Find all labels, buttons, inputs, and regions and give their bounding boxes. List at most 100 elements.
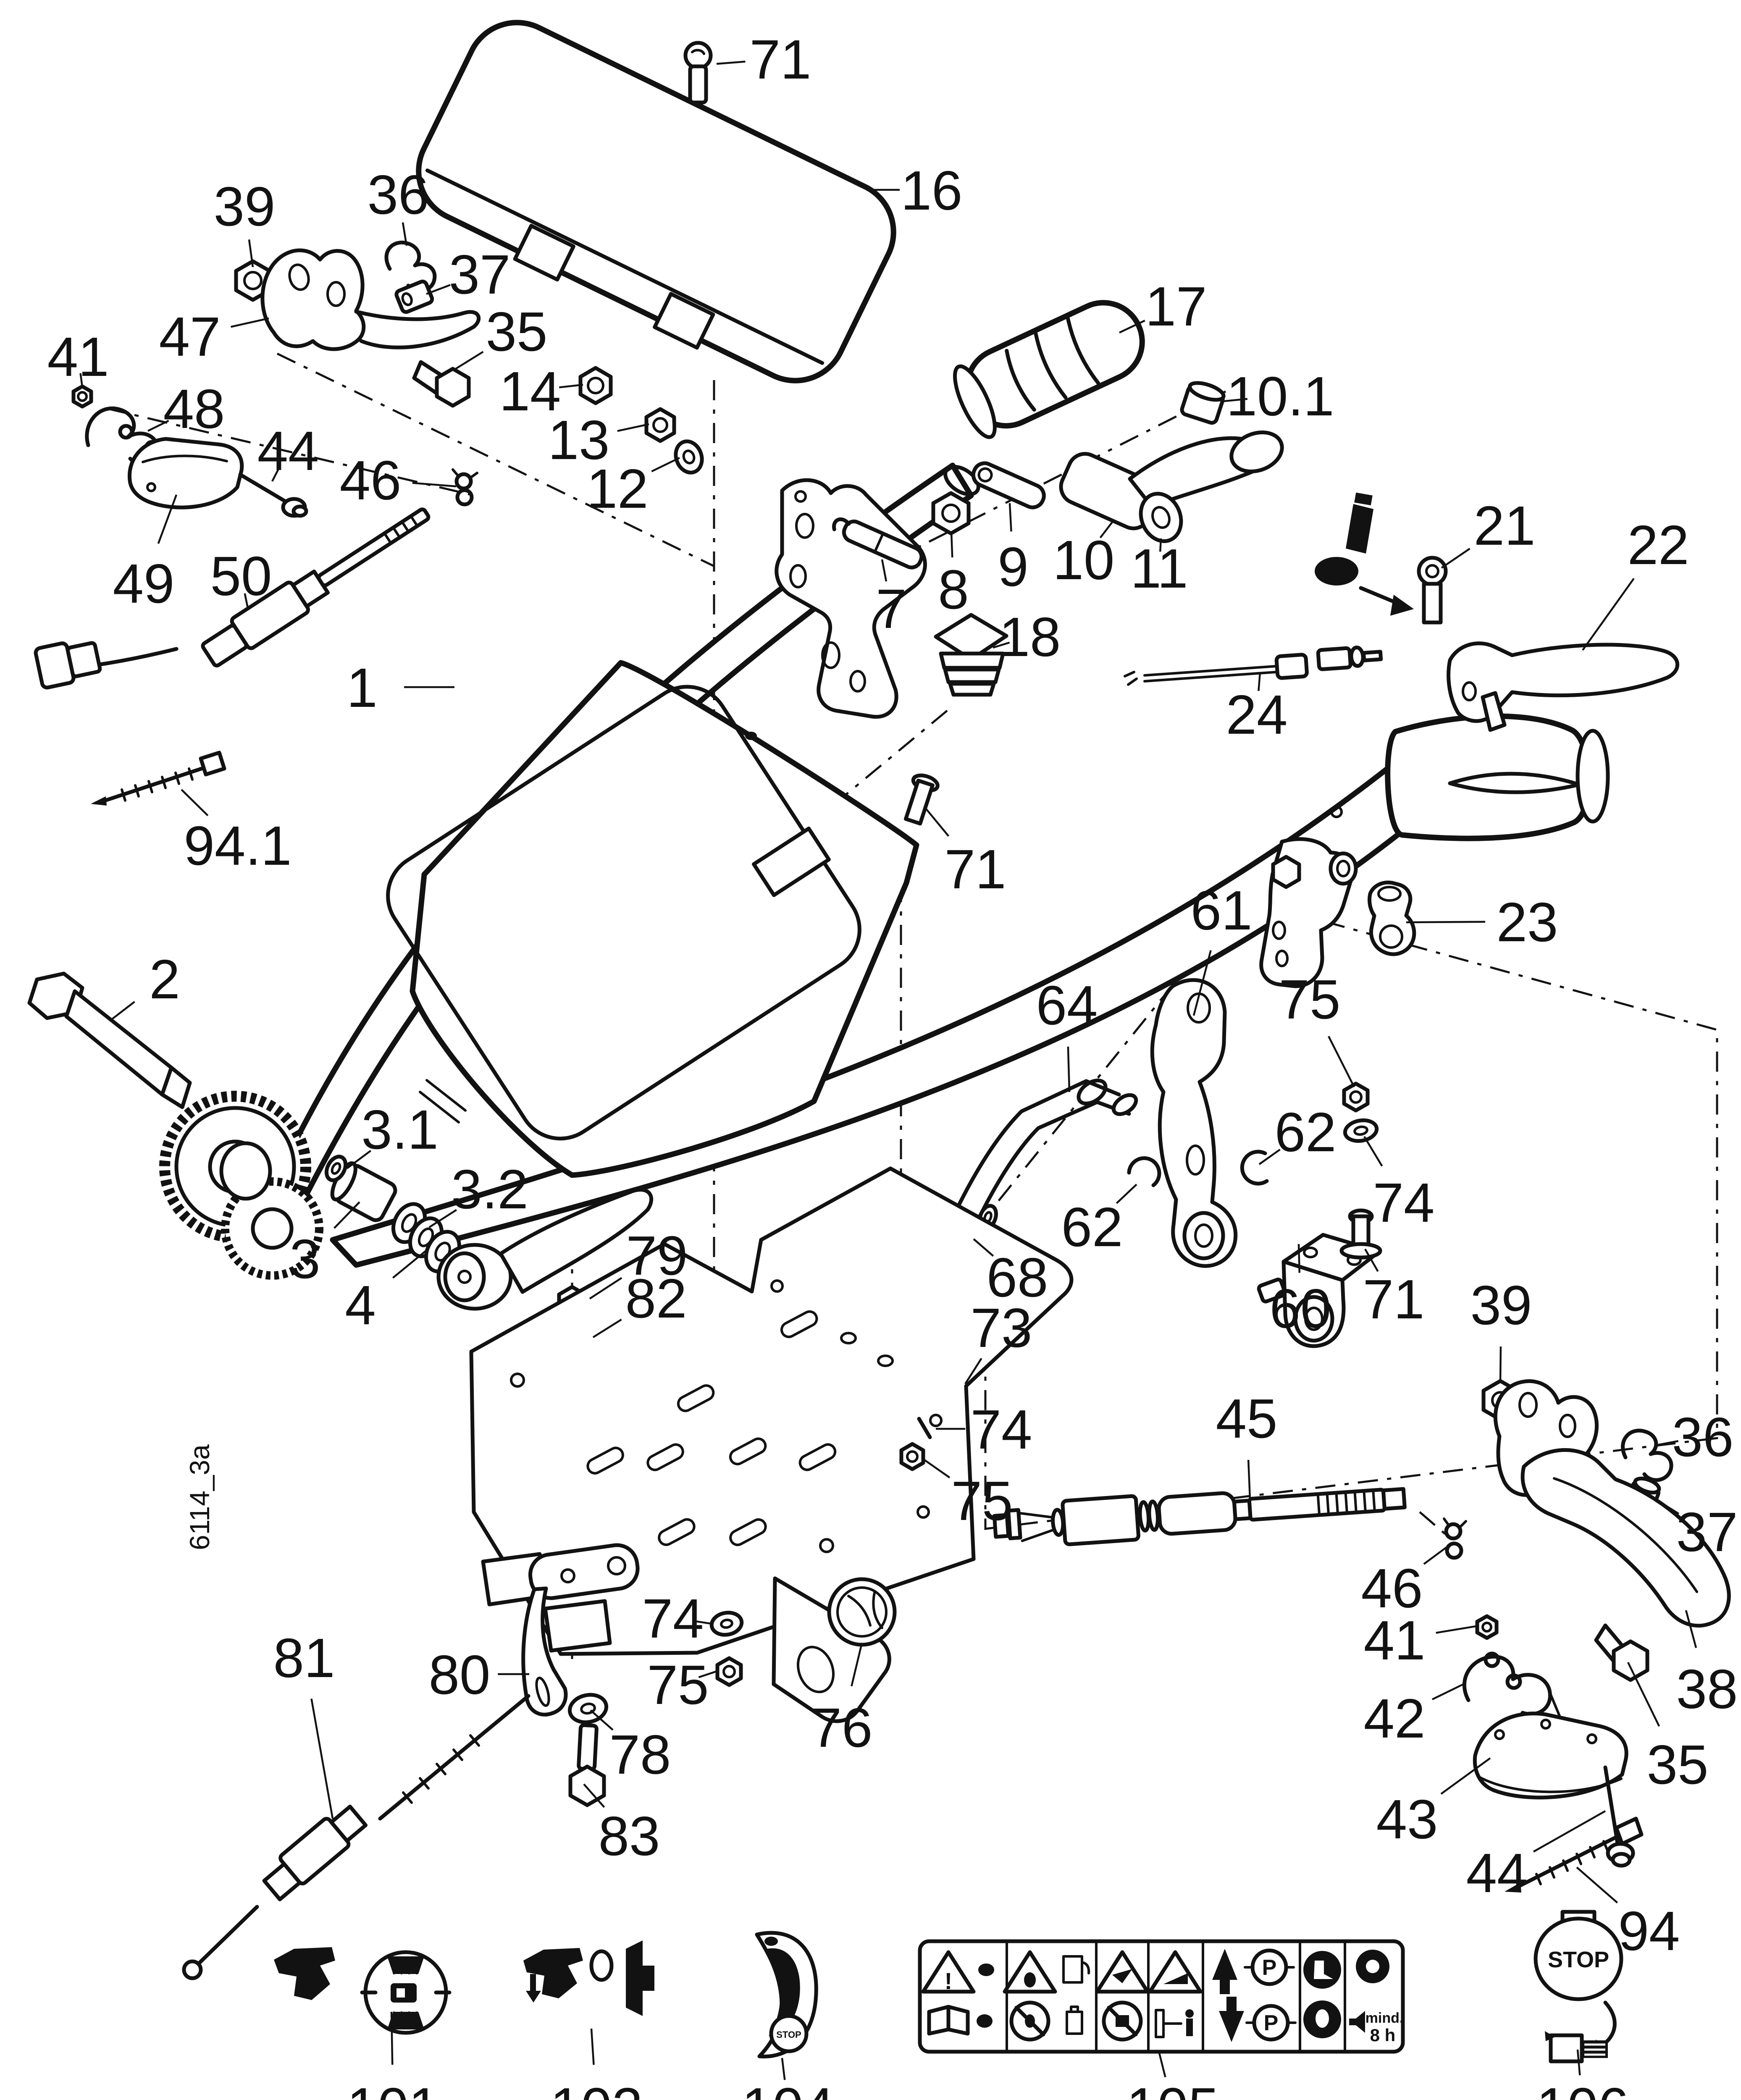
callout-label: 39	[1471, 1274, 1532, 1336]
wire-spring-42	[1462, 1651, 1561, 1718]
callout-label: 80	[429, 1644, 491, 1706]
decal-105-parking-top: P	[1262, 1956, 1277, 1980]
callout-label: 49	[113, 553, 175, 614]
right-molded-grip	[1385, 713, 1592, 841]
bowden-cable-50	[34, 507, 431, 690]
callout-label: 73	[971, 1297, 1032, 1359]
callout-leader	[851, 1643, 863, 1687]
callout-label: 41	[1364, 1609, 1426, 1671]
e-clip-62-right	[1240, 1150, 1269, 1186]
callout-leader	[1576, 2049, 1581, 2076]
callout-label: 44	[257, 420, 319, 482]
callout-label: 79	[626, 1225, 688, 1286]
callout-label: 64	[1036, 974, 1098, 1036]
callout-leader	[1099, 519, 1115, 538]
bracket-80	[521, 1543, 640, 1717]
bolt-44-right	[1603, 1765, 1635, 1868]
callout-label: 10.1	[1226, 365, 1334, 427]
callout-leader	[1363, 1136, 1383, 1167]
callout-leader	[346, 1150, 372, 1169]
washer-74-center	[709, 1611, 744, 1637]
hex-nut-8	[931, 491, 971, 536]
washer-11	[1139, 492, 1183, 543]
callout-leader	[1627, 1662, 1660, 1727]
toothed-disc-small	[221, 1177, 323, 1280]
clutch-lever-22	[1447, 641, 1680, 732]
callout-leader	[1655, 1499, 1680, 1515]
callout-leader	[1441, 548, 1471, 569]
hex-nut-75-center	[715, 1656, 743, 1687]
callout-label: 42	[1364, 1688, 1426, 1749]
tray-slot	[752, 827, 831, 897]
callout-leader	[231, 317, 269, 328]
washer-74	[1343, 1118, 1379, 1143]
callout-leader	[426, 284, 451, 295]
callout-label: 105	[1127, 2076, 1219, 2100]
callout-label: 83	[599, 1805, 660, 1867]
callout-leader	[881, 559, 888, 582]
callout-leader	[590, 2028, 595, 2065]
decal-104: STOP	[755, 1931, 818, 2058]
cover	[416, 20, 896, 383]
callout-label: 8	[938, 559, 969, 620]
callout-label: 38	[1676, 1658, 1738, 1720]
callout-leader	[1008, 503, 1012, 532]
callout-leader	[109, 1001, 135, 1021]
callout-leader	[559, 383, 583, 388]
right-pivot-bracket	[1259, 837, 1358, 988]
shift-lever-61	[1150, 978, 1238, 1268]
cable-clamp-23	[1367, 880, 1416, 956]
decal-106-stop-text: STOP	[1548, 1947, 1609, 1972]
callout-leader	[455, 351, 484, 370]
callout-leader	[271, 467, 281, 482]
tray-boss	[745, 732, 757, 740]
callout-label: 47	[159, 306, 221, 368]
callout-leader	[147, 420, 169, 432]
hex-nut-41-right	[1475, 1614, 1499, 1640]
callout-leader	[589, 1277, 622, 1299]
callout-leader	[973, 1238, 994, 1257]
bracket-47	[260, 248, 481, 351]
callout-leader	[590, 1709, 614, 1731]
callout-label: 18	[999, 606, 1061, 668]
clamp-lever	[436, 1188, 654, 1311]
callout-leader	[1192, 950, 1212, 1016]
callout-label: 36	[368, 164, 429, 226]
callout-leader	[993, 641, 1010, 649]
callout-label: 81	[273, 1627, 335, 1689]
callout-leader	[716, 60, 746, 65]
callout-label: 74	[642, 1588, 704, 1649]
callout-label: 94	[1618, 1900, 1680, 1962]
callout-leader	[1158, 2053, 1166, 2078]
callout-label: 7	[876, 578, 906, 640]
callout-label: 10	[1053, 529, 1115, 591]
callout-label: 75	[647, 1654, 709, 1716]
callout-leader	[694, 1620, 712, 1625]
decals: STOP !	[274, 1910, 1623, 2063]
callout-leader	[1247, 1460, 1251, 1500]
lower-right-hardware	[992, 1379, 1731, 1893]
callout-label: 44	[1466, 1842, 1528, 1904]
bowden-cable-45	[992, 1487, 1407, 1546]
callout-label: 9	[998, 536, 1028, 598]
grip-end-flange	[1576, 729, 1610, 824]
decal-105-hours-text: 8 h	[1370, 2025, 1396, 2045]
callout-label: 23	[1497, 891, 1558, 953]
callout-label: 101	[347, 2076, 439, 2100]
callout-label: 22	[1628, 514, 1689, 576]
callout-label: 12	[587, 458, 649, 520]
callout-label: 14	[499, 360, 561, 422]
callout-label: 39	[214, 176, 276, 237]
throttle-cluster	[683, 41, 1284, 826]
callout-label: 74	[971, 1399, 1032, 1460]
decal-102	[523, 1940, 654, 2016]
handle-grip	[953, 300, 1145, 439]
callout-label: 16	[901, 160, 963, 221]
callout-label: 3	[289, 1228, 320, 1290]
callout-leader	[1116, 1184, 1137, 1204]
screw-71-right	[1339, 1208, 1382, 1260]
tray-tab-slits	[419, 1079, 467, 1124]
hex-nut-14	[578, 366, 613, 405]
callout-leader	[1119, 320, 1145, 334]
